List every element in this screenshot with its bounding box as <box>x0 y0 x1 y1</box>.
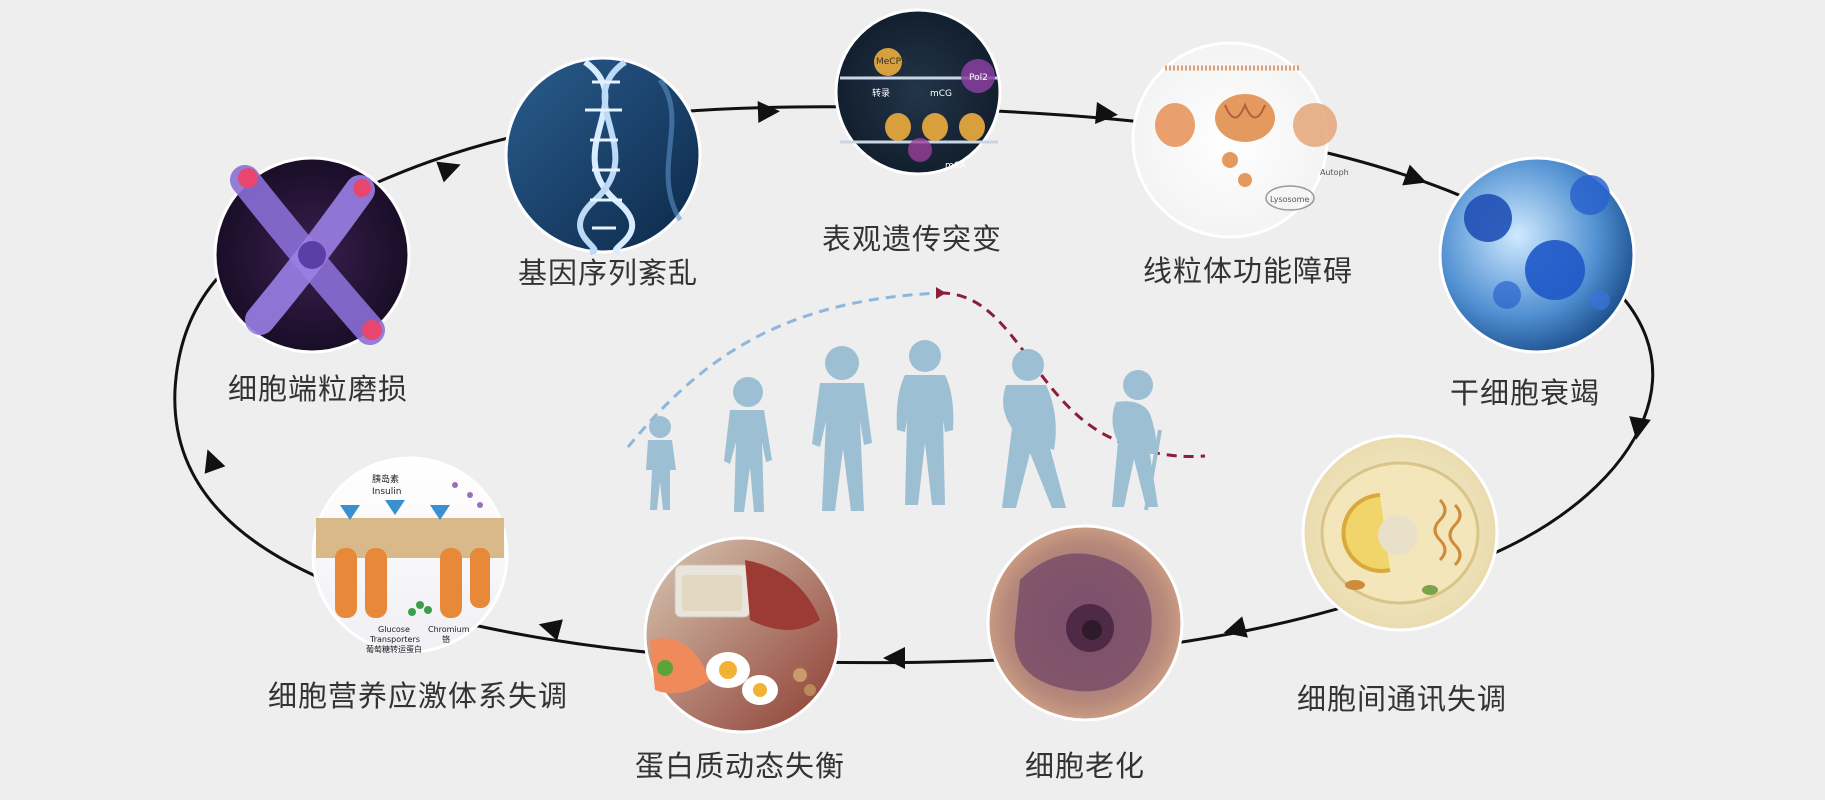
mito-autophagy-text: Autoph <box>1320 168 1349 177</box>
arrow-head <box>1402 164 1427 186</box>
label-communication: 细胞间通讯失调 <box>1296 682 1508 716</box>
label-senescence: 细胞老化 <box>1024 749 1146 783</box>
silhouette-child <box>724 377 772 512</box>
nutrient-chromium-cn-text: 铬 <box>442 634 450 644</box>
human-silhouettes <box>646 340 1162 512</box>
label-genome: 基因序列紊乱 <box>517 256 699 290</box>
nutrient-sensing-image: 胰岛素 Insulin Glucose Transporters 葡萄糖转运蛋白… <box>311 456 509 654</box>
label-proteostasis: 蛋白质动态失衡 <box>634 749 846 783</box>
arrow-head <box>1095 102 1118 124</box>
senescence-image <box>986 524 1184 722</box>
epigenetic-mca-text: mCA <box>945 161 967 171</box>
label-telomere: 细胞端粒磨损 <box>227 372 409 406</box>
nutrient-transporter-cn-text: 葡萄糖转运蛋白 <box>366 644 422 654</box>
arrow-head <box>436 161 461 183</box>
epigenetic-transcribe-text: 转录 <box>872 87 890 99</box>
stem-cell-image <box>1438 156 1636 354</box>
silhouette-adult <box>896 340 954 505</box>
nutrient-transporters-text: Transporters <box>369 635 420 644</box>
nutrient-glucose-text: Glucose <box>378 625 410 634</box>
epigenetic-protein-text: MeCP2 <box>876 57 907 67</box>
arrow-head <box>1629 416 1651 440</box>
nutrient-chromium-text: Chromium <box>428 625 470 634</box>
label-stem-cell: 干细胞衰竭 <box>1449 376 1601 410</box>
telomere-image <box>213 156 411 354</box>
life-arc-blue <box>626 291 941 448</box>
label-nutrient: 细胞营养应激体系失调 <box>267 679 569 713</box>
life-arc-red <box>939 291 1206 459</box>
nutrient-insulin-en-text: Insulin <box>372 487 401 497</box>
silhouette-teen <box>812 346 872 511</box>
silhouette-toddler <box>646 416 676 510</box>
epigenetic-pol-text: Pol2 <box>969 73 988 83</box>
epigenetic-image: MeCP2 Pol2 转录 mCG mCA <box>834 8 1002 176</box>
silhouette-middle-aged <box>1002 349 1066 508</box>
nutrient-insulin-cn-text: 胰岛素 <box>372 473 399 485</box>
cell-communication-image <box>1301 434 1499 632</box>
arrow-head <box>883 647 905 669</box>
label-epigenetic: 表观遗传突变 <box>821 222 1003 256</box>
arrow-head <box>204 449 226 474</box>
proteostasis-food-image <box>643 536 841 734</box>
life-arc <box>626 287 1206 459</box>
mitochondria-image: Lysosome Autoph <box>1131 41 1349 239</box>
epigenetic-mcg-text: mCG <box>930 89 952 99</box>
label-mitochondria: 线粒体功能障碍 <box>1142 254 1354 288</box>
arrow-head <box>1223 616 1248 638</box>
arrow-head <box>538 619 563 641</box>
cycle-arrows <box>204 101 1651 669</box>
arrow-head <box>757 101 780 123</box>
life-arc-arrow <box>936 287 946 299</box>
mito-lysosome-text: Lysosome <box>1270 195 1309 204</box>
silhouette-elderly <box>1112 370 1162 511</box>
dna-image <box>504 56 702 255</box>
